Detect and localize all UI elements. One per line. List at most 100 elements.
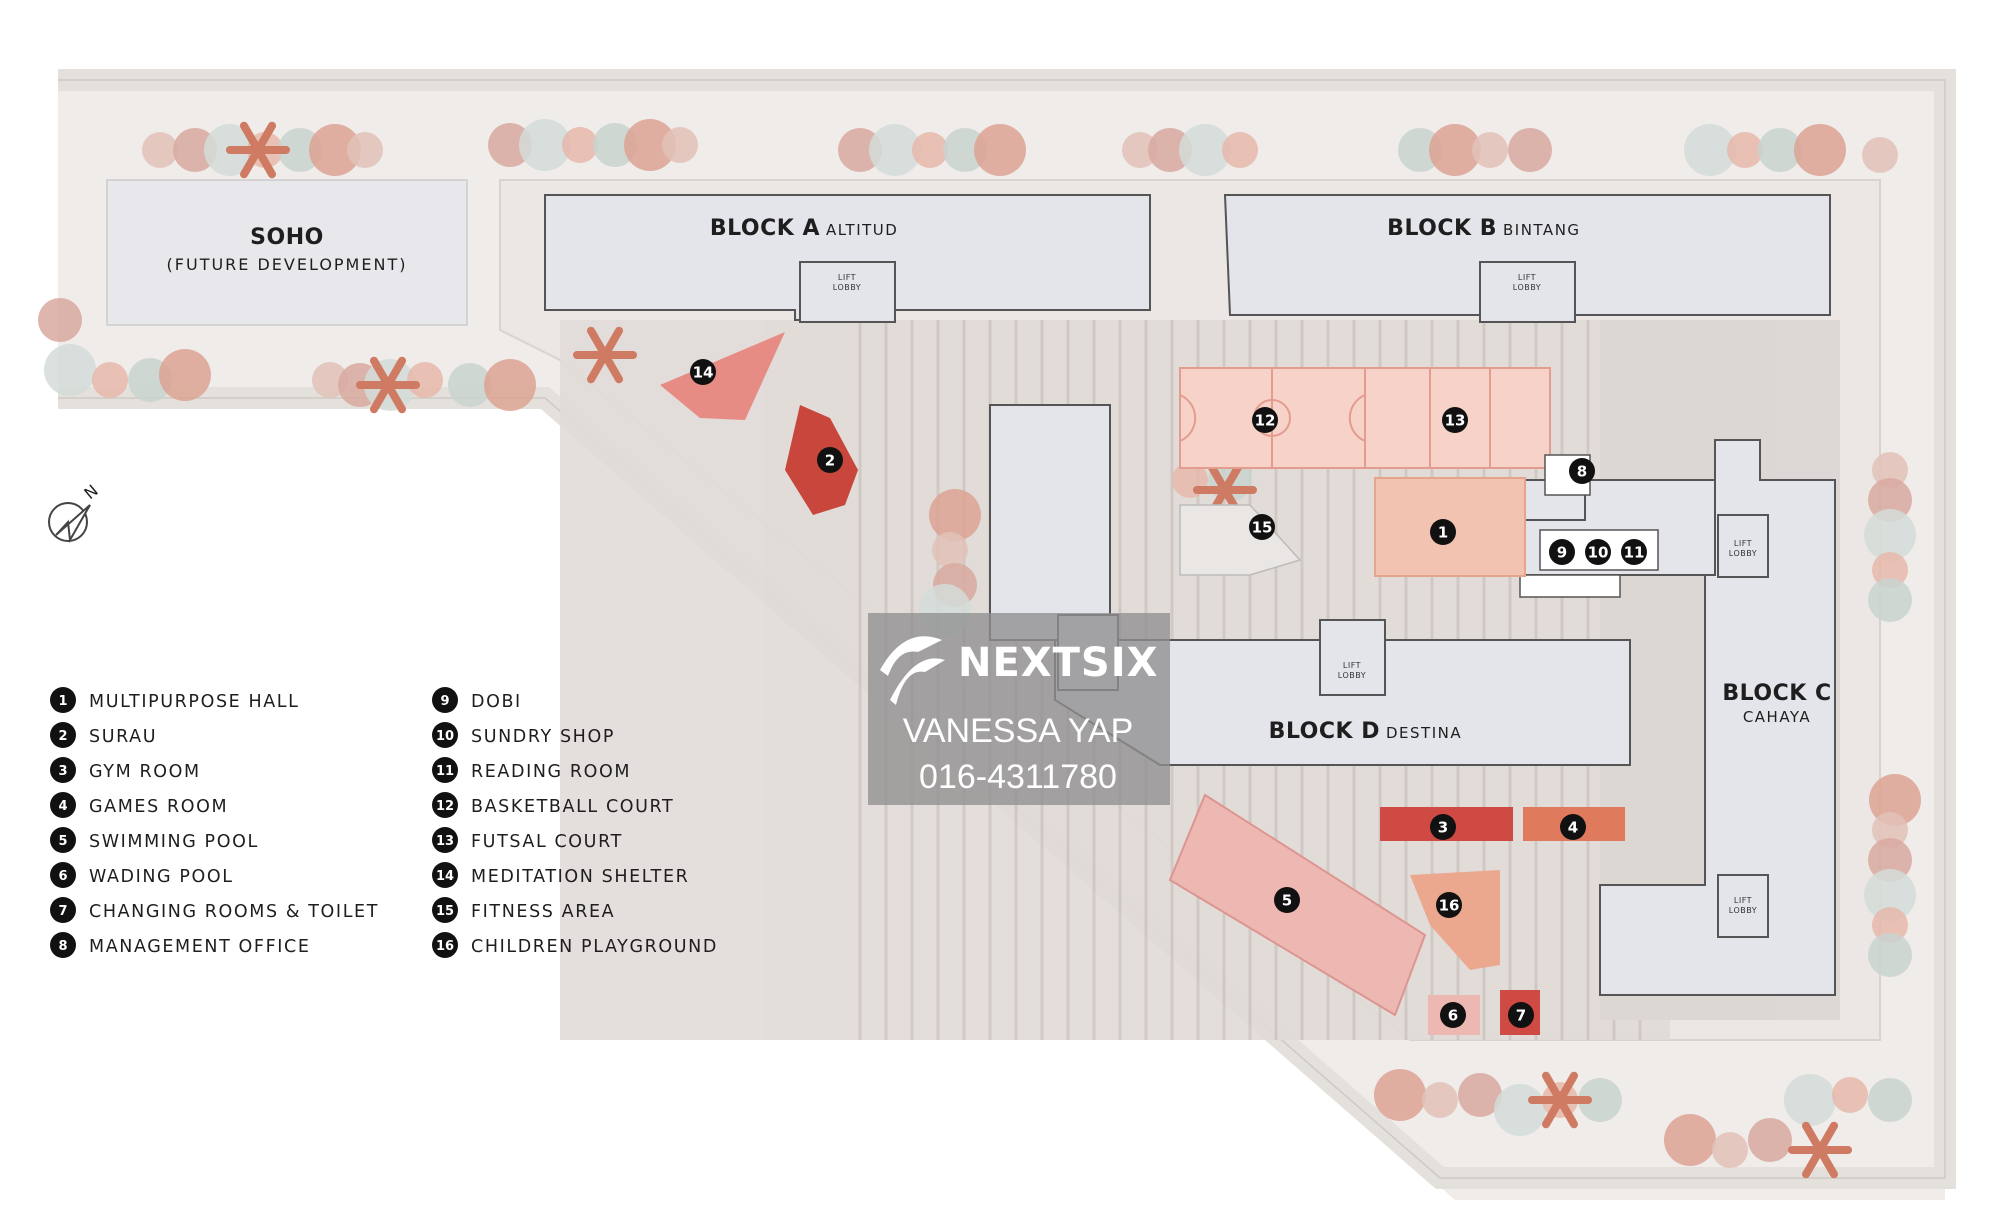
tree-icon <box>278 128 322 172</box>
palm-tree-icon <box>356 356 420 414</box>
watermark-agent-name: VANESSA YAP <box>903 712 1134 750</box>
tree-icon <box>1868 578 1912 622</box>
legend-number-badge <box>432 687 458 713</box>
facility-marker-number: 10 <box>1588 544 1609 562</box>
tree-icon <box>1872 907 1908 943</box>
legend-item: 11 READING ROOM <box>432 757 631 783</box>
legend-number-badge <box>432 722 458 748</box>
block-a-subname: ALTITUD <box>826 221 898 239</box>
legend-number: 7 <box>58 904 67 919</box>
legend-label: MANAGEMENT OFFICE <box>89 937 311 957</box>
legend-number: 13 <box>436 834 454 849</box>
palm-tree-icon <box>1528 1071 1592 1129</box>
facility-marker-number: 4 <box>1568 819 1578 837</box>
facility-marker-6: 6 <box>1440 1002 1466 1028</box>
tree-icon <box>1148 128 1192 172</box>
tree-icon <box>1458 1073 1502 1117</box>
children-playground-area <box>1410 870 1500 970</box>
legend-label: FUTSAL COURT <box>471 832 623 852</box>
facility-marker-10: 10 <box>1585 539 1611 565</box>
block-a-name: BLOCK A <box>710 216 820 241</box>
tree-icon <box>1748 1118 1792 1162</box>
legend-number: 14 <box>436 869 454 884</box>
tree-icon <box>448 363 492 407</box>
tree-icon <box>1832 1077 1868 1113</box>
legend-number-badge <box>432 827 458 853</box>
legend-number: 11 <box>436 764 454 779</box>
tree-icon <box>92 362 128 398</box>
legend-label: MEDITATION SHELTER <box>471 867 689 887</box>
legend-number: 3 <box>58 764 67 779</box>
legend-label: FITNESS AREA <box>471 902 615 922</box>
tree-icon <box>662 127 698 163</box>
legend-number-badge <box>432 897 458 923</box>
legend-label: READING ROOM <box>471 762 631 782</box>
tree-icon <box>519 119 571 171</box>
tree-icon <box>1422 1082 1458 1118</box>
legend-number-badge <box>50 862 76 888</box>
tree-icon <box>1868 478 1912 522</box>
tree-icon <box>1398 128 1442 172</box>
tree-icon <box>1864 869 1916 921</box>
tree-icon <box>1684 124 1736 176</box>
facility-marker-14: 14 <box>690 359 716 385</box>
nextsix-logo-icon <box>880 636 945 705</box>
tree-icon <box>1494 1084 1546 1136</box>
facility-marker-8: 8 <box>1569 458 1595 484</box>
north-label: N <box>80 481 101 503</box>
tree-icon <box>347 132 383 168</box>
tree-icon <box>44 344 96 396</box>
legend-number-badge <box>432 932 458 958</box>
legend-number-badge <box>432 792 458 818</box>
tree-icon <box>1872 452 1908 488</box>
tree-icon <box>407 362 443 398</box>
block-d-name: BLOCK D <box>1269 719 1380 744</box>
tree-icon <box>1872 812 1908 848</box>
tree-icon <box>624 119 676 171</box>
tree-icon <box>1872 552 1908 588</box>
legend-number: 6 <box>58 869 67 884</box>
facility-marker-number: 13 <box>1445 412 1466 430</box>
legend-number-badge <box>50 757 76 783</box>
lift-lobby-label: LOBBY <box>1729 906 1757 915</box>
facility-marker-4: 4 <box>1560 814 1586 840</box>
legend-label: CHANGING ROOMS & TOILET <box>89 902 379 922</box>
soho-title: SOHO <box>250 225 324 250</box>
legend-number: 10 <box>436 729 454 744</box>
tree-icon <box>173 128 217 172</box>
tree-icon <box>562 127 598 163</box>
tree-icon <box>943 128 987 172</box>
legend-number: 9 <box>440 694 449 709</box>
facility-marker-number: 8 <box>1577 463 1587 481</box>
legend-label: SWIMMING POOL <box>89 832 259 852</box>
legend-number-badge <box>432 757 458 783</box>
facility-marker-2: 2 <box>817 447 843 473</box>
tree-icon <box>912 132 948 168</box>
tree-icon <box>593 123 637 167</box>
legend-number: 5 <box>58 834 67 849</box>
legend-number-badge <box>50 792 76 818</box>
facility-marker-number: 12 <box>1255 412 1276 430</box>
legend-number-badge <box>50 897 76 923</box>
block-d-subname: DESTINA <box>1386 724 1462 742</box>
tree-icon <box>38 298 82 342</box>
legend-item: 14 MEDITATION SHELTER <box>432 862 689 888</box>
tree-icon <box>1122 132 1158 168</box>
block-c-subname: CAHAYA <box>1743 708 1811 726</box>
tree-icon <box>488 123 532 167</box>
tree-icon <box>1869 774 1921 826</box>
meditation-shelter-area <box>660 332 785 420</box>
block-b-name: BLOCK B <box>1387 216 1497 241</box>
tree-icon <box>1758 128 1802 172</box>
tree-icon <box>932 532 968 568</box>
legend-label: BASKETBALL COURT <box>471 797 674 817</box>
facility-marker-13: 13 <box>1442 407 1468 433</box>
tree-icon <box>309 124 361 176</box>
